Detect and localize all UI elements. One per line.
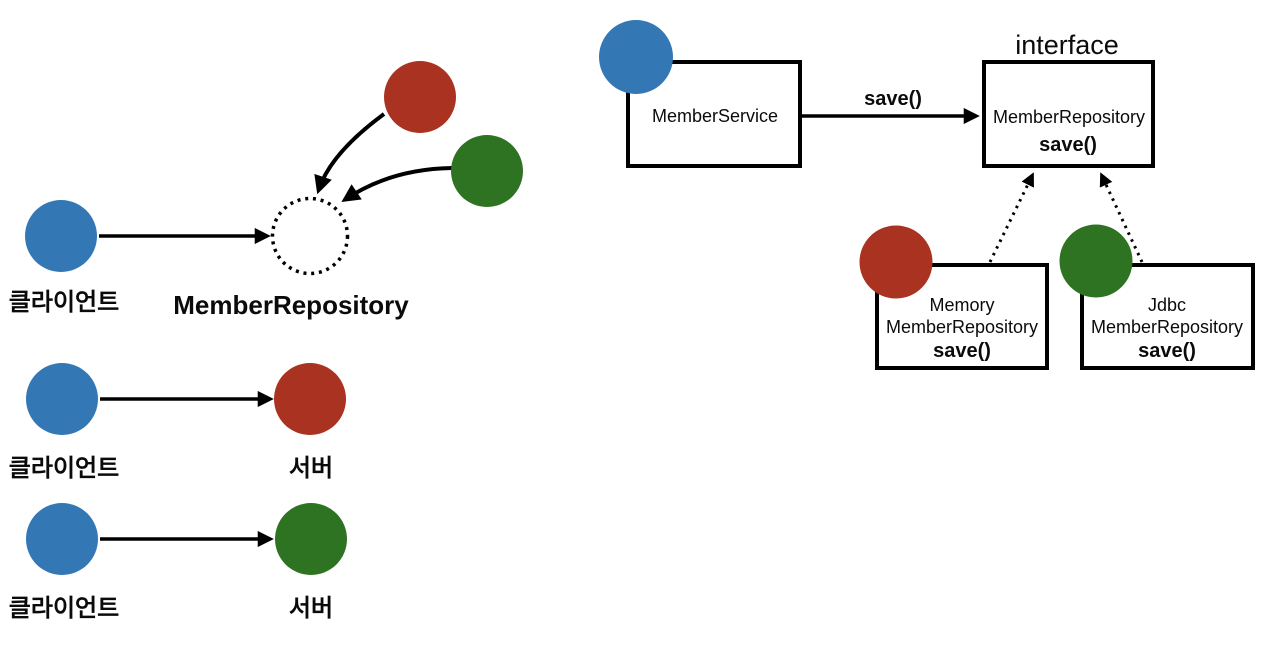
abstract-repository-dotted-circle (270, 196, 350, 276)
dotted-arrow-jdbc-implements-interface (1099, 172, 1144, 263)
server-label: 서버 (289, 455, 333, 482)
dotted-arrow-memory-implements-interface (988, 172, 1034, 263)
green-server-circle (275, 503, 347, 575)
interface-box-name: MemberRepository (993, 107, 1145, 127)
client-green-server-group: 클라이언트 서버 (9, 503, 347, 622)
client-label: 클라이언트 (9, 289, 119, 316)
arrow-red-server-to-repository (314, 112, 386, 195)
jdbc-box-name-line2: MemberRepository (1091, 317, 1243, 337)
green-server-circle (451, 135, 523, 207)
memory-box-method: save() (933, 340, 991, 362)
member-service-circle (599, 20, 673, 94)
jdbc-repository-circle (1059, 224, 1133, 298)
red-server-circle (274, 363, 346, 435)
red-server-circle (384, 61, 456, 133)
client-label: 클라이언트 (9, 455, 119, 482)
member-repository-interface-box (982, 60, 1155, 168)
client-repository-abstraction-group: 클라이언트 MemberRepository (9, 61, 523, 320)
interface-box-method: save() (1039, 134, 1097, 156)
memory-repository-circle (859, 225, 933, 299)
member-repository-label: MemberRepository (173, 290, 409, 320)
member-service-label: MemberService (652, 106, 778, 126)
interface-pattern-group: MemberService save() interface MemberRep… (599, 20, 1255, 370)
interface-title: interface (1015, 30, 1119, 60)
save-arrow-label: save() (864, 88, 922, 110)
arrow-green-server-to-repository (341, 166, 453, 203)
client-circle (26, 503, 98, 575)
client-circle (26, 363, 98, 435)
jdbc-box-method: save() (1138, 340, 1196, 362)
memory-box-name-line2: MemberRepository (886, 317, 1038, 337)
jdbc-box-name-line1: Jdbc (1148, 295, 1186, 315)
memory-box-name-line1: Memory (929, 295, 994, 315)
client-red-server-group: 클라이언트 서버 (9, 363, 346, 482)
server-label: 서버 (289, 595, 333, 622)
client-circle (25, 200, 97, 272)
client-label: 클라이언트 (9, 595, 119, 622)
